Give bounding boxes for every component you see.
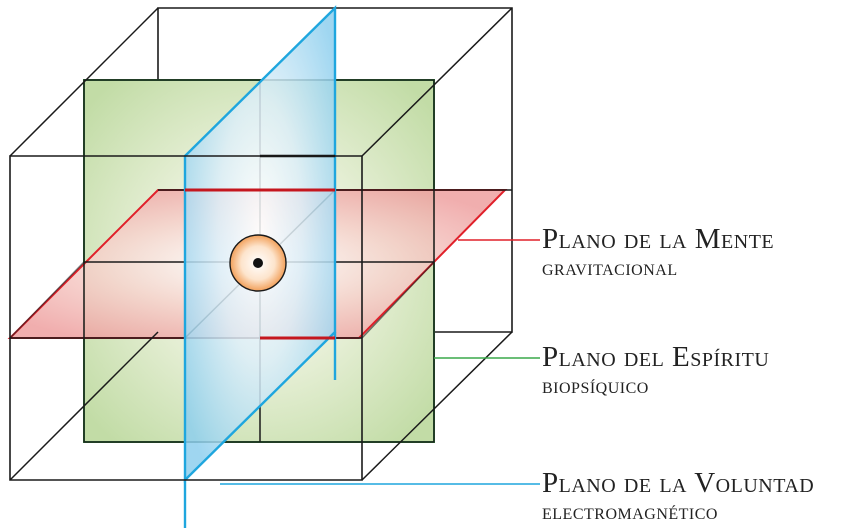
label-plano-voluntad: Plano de la Voluntad electromagnético [542,467,815,524]
cube-front-face [9,155,363,481]
label-plano-espiritu: Plano del Espíritu biopsíquico [542,341,770,398]
label-voluntad-subtitle: electromagnético [542,499,718,524]
label-mente-title: Plano de la Mente [542,223,775,255]
center-dot [253,258,263,268]
label-espiritu-title: Plano del Espíritu [542,341,770,373]
label-voluntad-title: Plano de la Voluntad [542,467,815,499]
label-espiritu-subtitle: biopsíquico [542,373,649,398]
label-mente-subtitle: gravitacional [542,255,678,280]
label-plano-mente: Plano de la Mente gravitacional [542,223,775,280]
